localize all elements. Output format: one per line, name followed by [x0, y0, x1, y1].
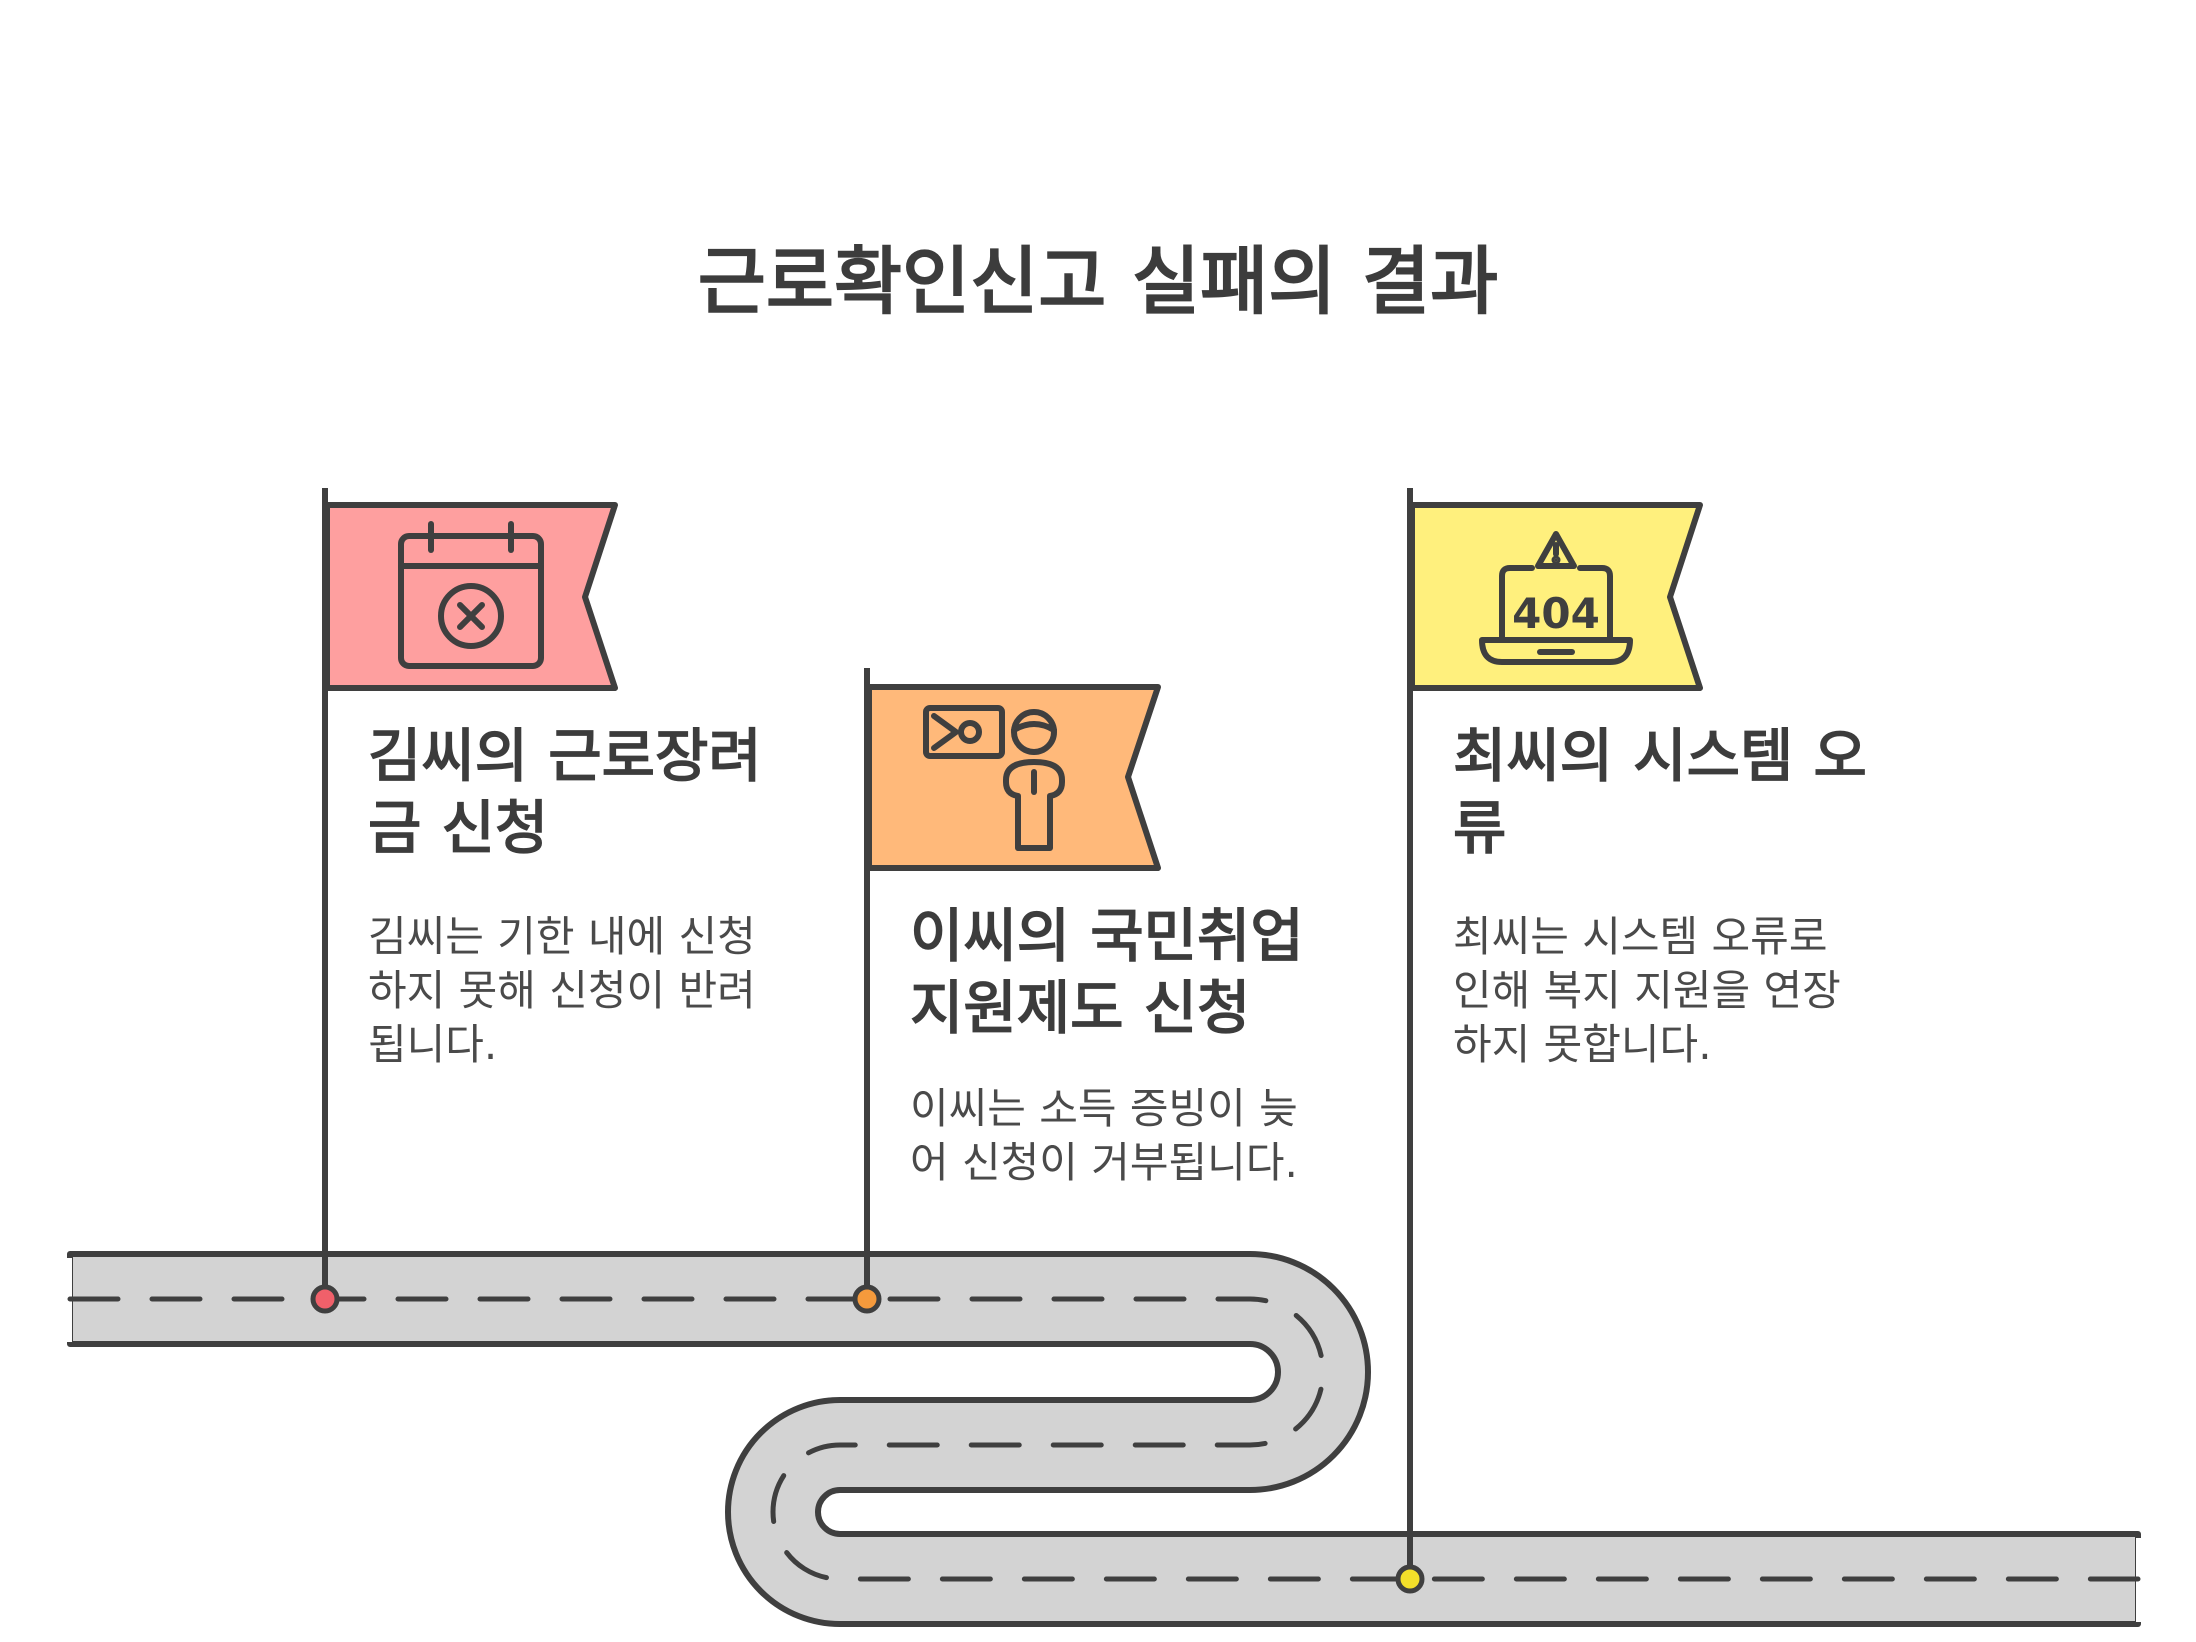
- road-surface: [67, 1251, 2141, 1627]
- milestone-1-heading: 김씨의 근로장려 금 신청: [368, 720, 762, 864]
- flag-1: [324, 502, 618, 691]
- milestone-1-heading-line-2: 금 신청: [368, 794, 549, 862]
- laptop-404-icon: [1479, 531, 1633, 665]
- milestone-3-heading: 최씨의 시스템 오 류: [1453, 720, 1867, 864]
- milestone-3-heading-line-2: 류: [1453, 794, 1507, 862]
- milestone-1-desc-line-3: 됩니다.: [368, 1020, 498, 1069]
- road-lane-dashes: [67, 1296, 2141, 1582]
- milestone-2-heading-line-2: 지원제도 신청: [910, 974, 1251, 1042]
- milestone-3-description: 최씨는 시스템 오류로 인해 복지 지원을 연장 하지 못합니다.: [1453, 910, 1841, 1072]
- milestone-2-heading-line-1: 이씨의 국민취업: [910, 902, 1304, 970]
- road-left-cap: [60, 1258, 72, 1342]
- milestone-2-description: 이씨는 소득 증빙이 늦 어 신청이 거부됩니다.: [910, 1082, 1298, 1190]
- milestone-1-heading-line-1: 김씨의 근로장려: [368, 722, 762, 790]
- flag-2: [866, 684, 1161, 871]
- milestone-2-heading: 이씨의 국민취업 지원제도 신청: [910, 900, 1304, 1044]
- winding-road: [60, 1251, 2148, 1627]
- road-marker-2: [852, 1284, 882, 1314]
- road-marker-1: [310, 1284, 340, 1314]
- road-right-cap: [2136, 1538, 2148, 1622]
- calendar-x-icon: [398, 521, 544, 669]
- laptop-404-text: 404: [1512, 589, 1600, 638]
- milestone-1-desc-line-2: 하지 못해 신청이 반려: [368, 966, 756, 1015]
- page-title: 근로확인신고 실패의 결과: [697, 239, 1499, 325]
- milestone-1-desc-line-1: 김씨는 기한 내에 신청: [368, 912, 756, 961]
- milestone-2-desc-line-2: 어 신청이 거부됩니다.: [910, 1138, 1298, 1187]
- milestone-3-desc-line-3: 하지 못합니다.: [1453, 1020, 1712, 1069]
- money-person-icon: [923, 705, 1065, 851]
- milestone-3-desc-line-2: 인해 복지 지원을 연장: [1453, 966, 1841, 1015]
- milestone-3-heading-line-1: 최씨의 시스템 오: [1453, 722, 1867, 790]
- milestone-3-desc-line-1: 최씨는 시스템 오류로: [1453, 912, 1828, 961]
- milestone-2-desc-line-1: 이씨는 소득 증빙이 늦: [910, 1084, 1298, 1133]
- milestone-1-description: 김씨는 기한 내에 신청 하지 못해 신청이 반려 됩니다.: [368, 910, 756, 1072]
- road-marker-3: [1395, 1564, 1425, 1594]
